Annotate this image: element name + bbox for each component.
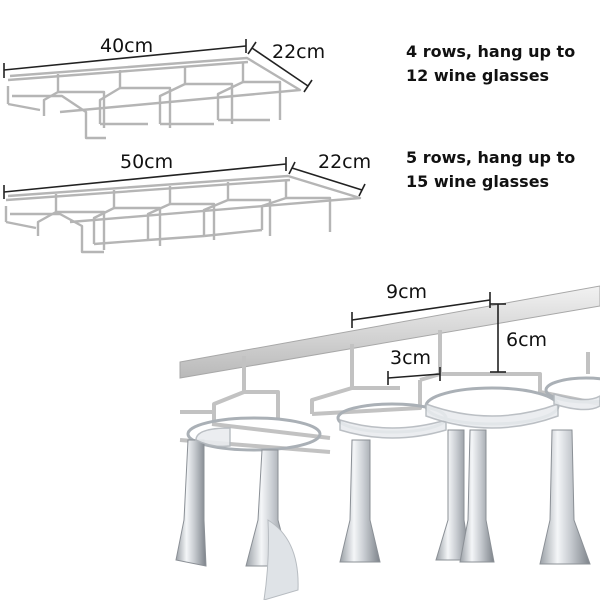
- gap-label: 3cm: [390, 347, 431, 369]
- caption-large: 5 rows, hang up to 15 wine glasses: [406, 146, 575, 194]
- caption-large-line2: 15 wine glasses: [406, 172, 550, 191]
- width-label-large: 22cm: [318, 151, 371, 173]
- rack-large: [4, 174, 362, 254]
- length-label-small: 40cm: [100, 35, 153, 57]
- caption-large-line1: 5 rows, hang up to: [406, 148, 576, 167]
- length-label-large: 50cm: [120, 151, 173, 173]
- dimension-lines-large: [3, 157, 366, 199]
- height-label: 6cm: [506, 329, 547, 351]
- rack-small: [6, 56, 302, 140]
- caption-small-line2: 12 wine glasses: [406, 66, 550, 85]
- dimension-lines-detail: [351, 292, 506, 385]
- wine-glasses: [175, 429, 591, 567]
- dimension-lines-small: [3, 39, 313, 93]
- spacing-label: 9cm: [386, 281, 427, 303]
- width-label-small: 22cm: [272, 41, 325, 63]
- detail-rack: [175, 285, 600, 600]
- caption-small: 4 rows, hang up to 12 wine glasses: [406, 40, 575, 88]
- caption-small-line1: 4 rows, hang up to: [406, 42, 576, 61]
